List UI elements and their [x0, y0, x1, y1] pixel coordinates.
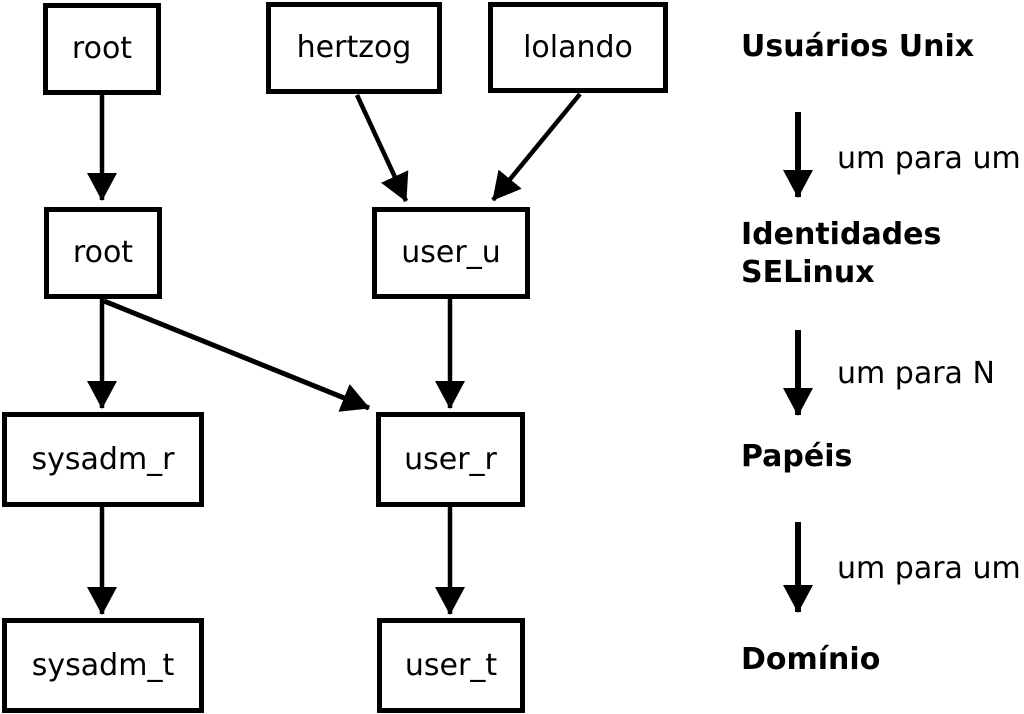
arrow-selinuxroot-to-userr — [103, 298, 370, 412]
legend-relation-um-para-um-2: um para um — [837, 551, 1021, 586]
legend-level-dominio: Domínio — [741, 642, 881, 677]
node-unix-lolando: lolando — [488, 2, 668, 93]
node-domain-user-t: user_t — [377, 618, 525, 713]
node-selinux-user-u: user_u — [372, 207, 530, 299]
node-label: user_t — [404, 647, 498, 683]
node-unix-root: root — [43, 3, 161, 95]
node-label: user_r — [404, 441, 497, 477]
node-label: hertzog — [296, 30, 412, 65]
node-label: user_u — [401, 235, 501, 270]
node-role-user-r: user_r — [376, 412, 525, 507]
node-domain-sysadm-t: sysadm_t — [2, 618, 204, 713]
legend-level-papeis: Papéis — [741, 439, 853, 474]
node-label: root — [72, 235, 134, 270]
arrow-hertzog-to-useru — [354, 94, 409, 202]
node-label: root — [71, 31, 133, 66]
legend-relation-um-para-n: um para N — [837, 356, 995, 391]
legend-level-identidades-selinux: Identidades SELinux — [741, 217, 942, 290]
node-label: lolando — [523, 29, 633, 65]
node-selinux-root: root — [44, 207, 162, 299]
legend-relation-um-para-um-1: um para um — [837, 141, 1021, 176]
arrow-lolando-to-useru — [491, 92, 582, 202]
node-label: sysadm_t — [31, 647, 175, 683]
node-label: sysadm_r — [31, 441, 175, 477]
node-role-sysadm-r: sysadm_r — [2, 412, 204, 507]
node-unix-hertzog: hertzog — [266, 2, 442, 94]
legend-level-usuarios-unix: Usuários Unix — [741, 29, 975, 64]
